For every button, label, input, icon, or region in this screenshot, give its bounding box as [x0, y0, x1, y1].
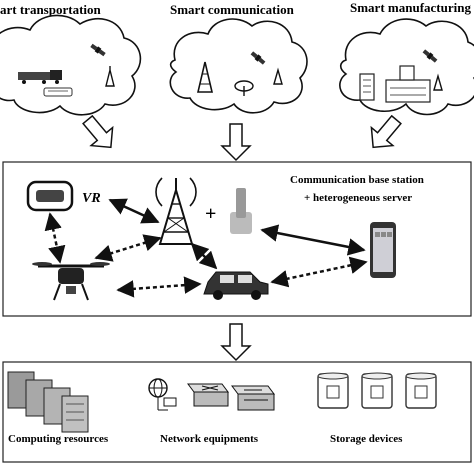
satellite-dish-icon [234, 80, 254, 96]
router-icon [187, 383, 229, 407]
hollow-arrow-manufacturing [370, 114, 402, 149]
storage-device-icon [361, 372, 393, 409]
station-label-line2: + heterogeneous server [304, 192, 412, 204]
hollow-arrow-transportation [82, 114, 114, 149]
link-server-smartphone [260, 224, 366, 256]
tower-icon [273, 67, 283, 85]
title-smart-manufacturing: Smart manufacturing [350, 0, 471, 15]
tower-icon [433, 73, 443, 91]
satellite-icon [250, 51, 266, 65]
switch-icon [231, 385, 275, 411]
globe-icon [148, 378, 177, 411]
truck-icon [18, 70, 62, 84]
link-tower-car [190, 242, 218, 270]
car-icon [203, 271, 269, 300]
label-storage-devices: Storage devices [330, 433, 403, 445]
resource-layer-box [2, 361, 472, 463]
base-station-tower-icon [155, 177, 197, 245]
smartphone-icon [370, 222, 396, 278]
tower-icon [105, 66, 115, 87]
plus-sign: + [205, 203, 216, 225]
link-drone-car [116, 276, 202, 298]
link-vr-drone [44, 212, 66, 264]
hollow-arrow-resources [220, 323, 252, 362]
cloud-transportation [0, 14, 142, 116]
label-computing-resources: Computing resources [8, 433, 109, 445]
server-icon [230, 188, 252, 234]
storage-device-icon [405, 372, 437, 409]
drone-icon [32, 262, 110, 301]
factory-icon [385, 65, 431, 103]
title-smart-communication: Smart communication [170, 2, 295, 17]
building-icon [359, 73, 375, 101]
cloud-communication [169, 18, 308, 114]
tower-icon [196, 61, 214, 93]
edge-layer-box [2, 161, 472, 317]
hollow-arrow-communication [220, 123, 252, 162]
vr-headset-icon [26, 180, 74, 212]
vr-label: VR [82, 191, 101, 206]
link-car-smartphone [270, 256, 368, 288]
satellite-icon [90, 43, 106, 57]
link-drone-tower [94, 234, 162, 262]
satellite-icon [422, 49, 438, 63]
link-vr-tower [108, 198, 160, 224]
storage-device-icon [317, 372, 349, 409]
title-smart-transportation: art transportation [0, 2, 102, 17]
bus-icon [43, 87, 73, 97]
station-label-line1: Communication base station [290, 174, 424, 186]
computing-servers-icon [7, 371, 89, 433]
cloud-manufacturing [339, 18, 474, 116]
label-network-equipments: Network equipments [160, 433, 259, 445]
